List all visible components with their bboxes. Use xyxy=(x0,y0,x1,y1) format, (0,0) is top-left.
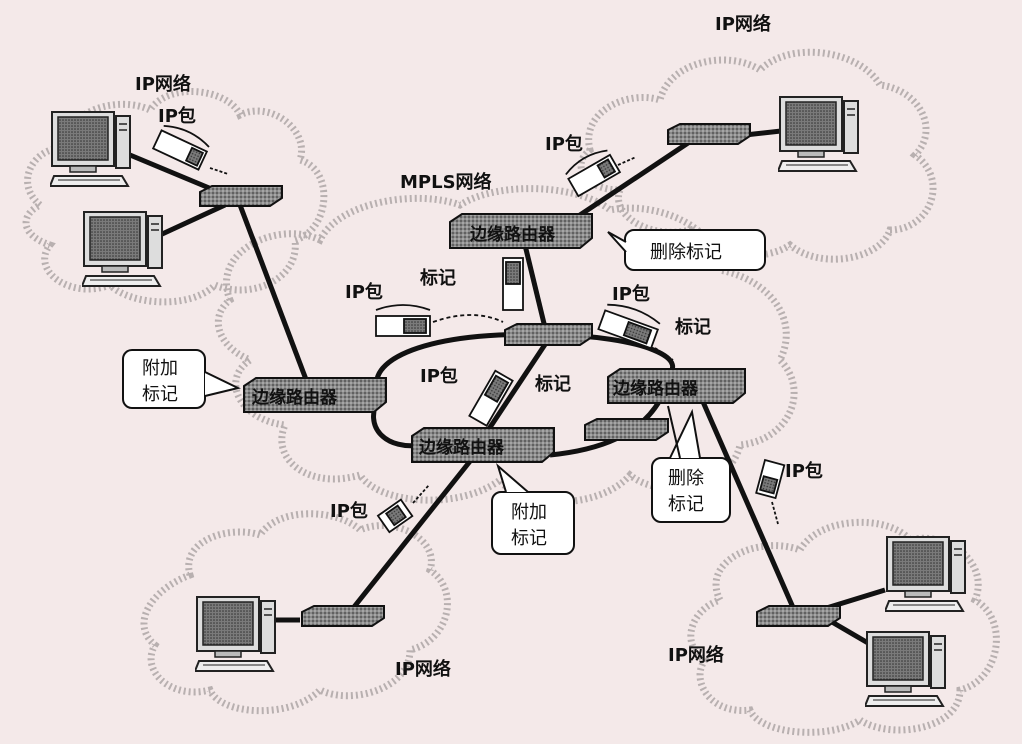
router-core-right xyxy=(584,418,669,441)
label-tag-mid: 标记 xyxy=(534,373,571,395)
callout-remove-tag-top-text: 删除标记 xyxy=(650,242,722,263)
pc-bottom-right-2 xyxy=(865,631,946,707)
edge-router-top: 边缘路由器 xyxy=(449,213,593,249)
label-ip-packet-mid: IP包 xyxy=(420,365,458,387)
pc-top-left-2 xyxy=(82,211,163,287)
arrow-top-left xyxy=(209,167,229,175)
pc-top-right xyxy=(778,96,859,172)
packet-mid xyxy=(468,369,514,428)
label-ip-packet-top-left: IP包 xyxy=(158,105,196,127)
packet-center xyxy=(375,304,431,337)
label-ip-network-top-right: IP网络 xyxy=(715,13,771,35)
pc-bottom-center xyxy=(195,596,276,672)
routers: 边缘路由器 边缘路由器 边缘路由器 边缘路由器 xyxy=(199,123,841,627)
packet-right xyxy=(597,303,661,350)
callout-add-tag-left-line2: 标记 xyxy=(142,384,178,405)
callout-add-tag-bottom: 附加 标记 xyxy=(491,462,575,555)
label-ip-packet-bottom: IP包 xyxy=(330,500,368,522)
link-edge-right-router-br xyxy=(697,393,798,614)
label-ip-packet-top-right: IP包 xyxy=(545,133,583,155)
arrow-bottom xyxy=(412,484,430,504)
label-ip-network-bottom-center: IP网络 xyxy=(395,658,451,680)
cloud-ip-top-left xyxy=(22,88,328,306)
packet-top-left xyxy=(151,124,210,171)
edge-router-right-label: 边缘路由器 xyxy=(612,378,699,399)
packet-vertical-top xyxy=(502,257,524,311)
edge-router-bottom-label: 边缘路由器 xyxy=(418,437,505,458)
link-pc2-router-tl xyxy=(158,202,227,238)
label-ip-packet-center: IP包 xyxy=(345,281,383,303)
packets xyxy=(151,124,786,534)
pc-top-left-1 xyxy=(50,111,131,187)
link-router-tl-edge-left xyxy=(237,204,313,391)
link-edge-top-router-tr xyxy=(563,132,702,228)
link-edge-bottom-router-bc xyxy=(348,453,477,614)
label-ip-packet-right: IP包 xyxy=(612,283,650,305)
callout-add-tag-left: 附加 标记 xyxy=(122,349,241,409)
arrow-center xyxy=(432,314,504,323)
router-bottom-center xyxy=(301,605,385,627)
cloud-mpls xyxy=(214,185,798,506)
cloud-ip-bottom-right xyxy=(687,518,1000,736)
cloud-ip-top-right xyxy=(577,48,937,263)
edge-router-left-label: 边缘路由器 xyxy=(251,387,338,408)
callout-add-tag-left-line1: 附加 xyxy=(142,358,178,379)
label-tag-center: 标记 xyxy=(419,267,456,289)
label-ip-network-bottom-right: IP网络 xyxy=(668,644,724,666)
callout-add-tag-bottom-line1: 附加 xyxy=(511,502,547,523)
edge-router-bottom: 边缘路由器 xyxy=(411,427,555,463)
edge-router-top-label: 边缘路由器 xyxy=(469,224,556,245)
callout-remove-tag-top: 删除标记 xyxy=(607,229,766,271)
callout-add-tag-bottom-line2: 标记 xyxy=(511,528,547,549)
cloud-outlines xyxy=(22,48,1000,736)
arrow-top-right xyxy=(617,156,637,166)
label-ip-packet-bottom-right: IP包 xyxy=(785,460,823,482)
callout-remove-tag-right: 删除 标记 xyxy=(651,405,731,523)
router-bottom-right xyxy=(756,605,841,627)
packet-bottom xyxy=(376,498,414,534)
callout-remove-tag-right-line2: 标记 xyxy=(668,494,704,515)
router-top-right xyxy=(667,123,751,145)
router-core xyxy=(504,323,593,346)
cloud-ip-bottom-center xyxy=(140,510,451,715)
packet-top-right xyxy=(565,149,622,198)
arrow-bottom-right xyxy=(771,501,779,525)
pc-bottom-right-1 xyxy=(885,536,966,612)
label-ip-network-top-left: IP网络 xyxy=(135,73,191,95)
callout-remove-tag-right-line1: 删除 xyxy=(668,468,704,489)
edge-router-left: 边缘路由器 xyxy=(243,377,387,413)
label-tag-right: 标记 xyxy=(674,316,711,338)
router-top-left xyxy=(199,185,283,207)
arrow-right xyxy=(654,347,674,361)
packet-bottom-right xyxy=(755,458,786,500)
label-mpls-network: MPLS网络 xyxy=(400,171,492,193)
edge-router-right: 边缘路由器 xyxy=(607,368,746,404)
